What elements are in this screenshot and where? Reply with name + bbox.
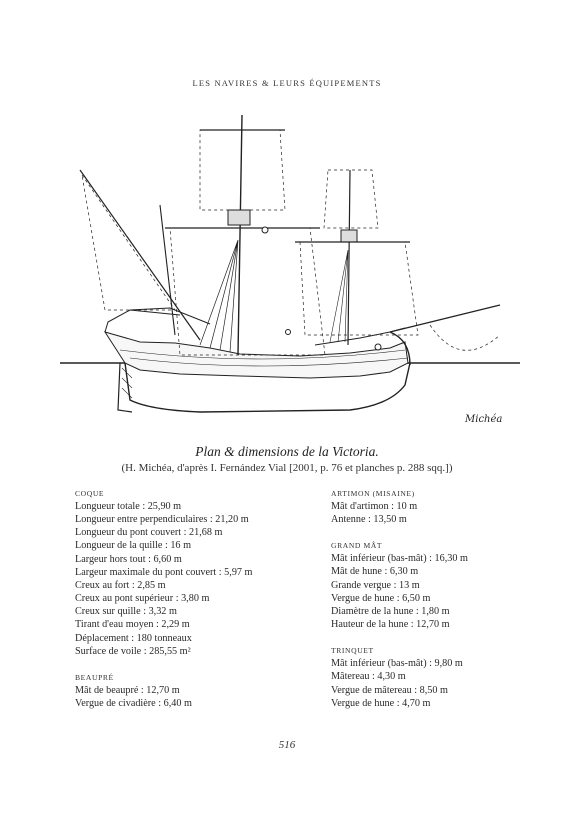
spec-line: Vergue de mâtereau : 8,50 m (331, 684, 448, 696)
section-heading-trinquet: TRINQUET (331, 646, 374, 656)
spec-line: Vergue de hune : 6,50 m (331, 592, 431, 604)
page-number: 516 (278, 739, 296, 751)
spec-line: Longueur du pont couvert : 21,68 m (75, 527, 223, 539)
spec-line: Mât de beaupré : 12,70 m (75, 684, 180, 696)
section-heading-coque: COQUE (75, 489, 105, 498)
spec-line: Vergue de hune : 4,70 m (331, 697, 431, 709)
spec-line: Creux au fort : 2,85 m (75, 579, 166, 591)
spec-line: Mât d'artimon : 10 m (331, 501, 418, 512)
spec-line: Tirant d'eau moyen : 2,29 m (75, 619, 190, 631)
spec-line: Surface de voile : 285,55 m² (75, 645, 191, 657)
figure-caption-credit: (H. Michéa, d'après I. Fernández Vial [2… (121, 462, 453, 474)
section-heading-grand-mat: GRAND MÂT (331, 541, 383, 551)
running-head: LES NAVIRES & LEURS ÉQUIPEMENTS (192, 78, 382, 88)
spec-line: Grande vergue : 13 m (331, 579, 420, 591)
spec-line: Creux sur quille : 3,32 m (75, 606, 177, 618)
spec-line: Mât inférieur (bas-mât) : 9,80 m (331, 658, 463, 670)
spec-line: Vergue de civadière : 6,40 m (75, 698, 192, 710)
spec-line: Mât inférieur (bas-mât) : 16,30 m (331, 553, 468, 565)
spec-line: Largeur hors tout : 6,60 m (75, 553, 182, 565)
left-column: COQUE Longueur totale : 25,90 m Longueur… (75, 487, 315, 710)
ship-illustration: Michéa (60, 114, 520, 425)
section-heading-beaupre: BEAUPRÉ (75, 672, 114, 682)
spec-line: Creux au pont supérieur : 3,80 m (75, 593, 210, 605)
section-heading-artimon: ARTIMON (MISAINE) (331, 489, 415, 498)
spec-line: Antenne : 13,50 m (331, 514, 407, 526)
artist-signature: Michéa (464, 414, 502, 425)
spec-line: Largeur maximale du pont couvert : 5,97 … (75, 566, 253, 578)
figure-caption-title: Plan & dimensions de la Victoria. (195, 444, 379, 459)
spec-line: Longueur totale : 25,90 m (75, 501, 182, 512)
spec-line: Hauteur de la hune : 12,70 m (331, 619, 450, 631)
right-column: ARTIMON (MISAINE) Mât d'artimon : 10 m A… (331, 487, 531, 710)
spec-line: Mât de hune : 6,30 m (331, 566, 419, 578)
spec-line: Longueur entre perpendiculaires : 21,20 … (75, 514, 249, 526)
spec-line: Diamètre de la hune : 1,80 m (331, 605, 450, 617)
spec-line: Mâtereau : 4,30 m (331, 671, 406, 683)
spec-line: Déplacement : 180 tonneaux (75, 632, 192, 644)
spec-line: Longueur de la quille : 16 m (75, 540, 191, 552)
